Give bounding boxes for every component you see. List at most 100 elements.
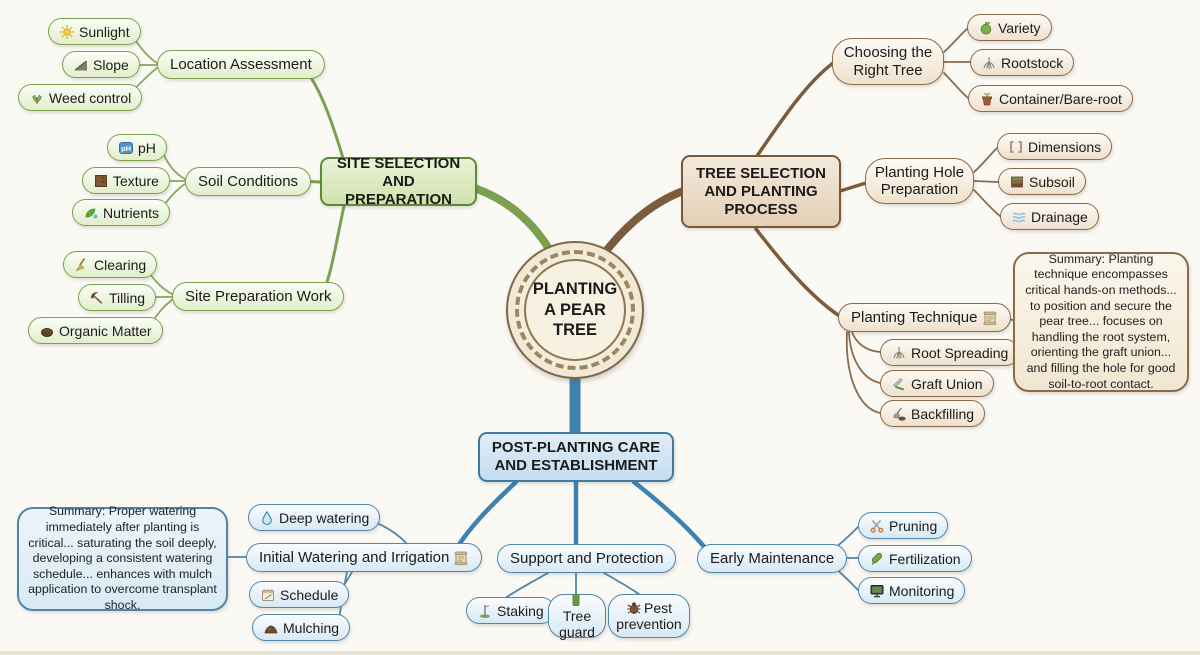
connector-support-staking xyxy=(503,572,549,600)
connector-site-location xyxy=(300,64,345,160)
node-label: Weed control xyxy=(49,89,132,106)
node-label: Dimensions xyxy=(1028,138,1102,155)
node-label: Tilling xyxy=(109,289,146,306)
subtopic-label: Site Preparation Work xyxy=(185,288,332,305)
node-pest-prevention[interactable]: Pest prevention xyxy=(608,594,690,638)
connector-hole-subsoil xyxy=(973,180,999,183)
node-label: Drainage xyxy=(1031,208,1088,225)
node-rootstock[interactable]: Rootstock xyxy=(970,49,1075,76)
connector-technique-rootspread xyxy=(851,331,881,353)
subtopic-planting-hole-preparation[interactable]: Planting Hole Preparation xyxy=(865,158,974,204)
leaf-icon xyxy=(83,205,99,221)
node-tree-guard[interactable]: Tree guard xyxy=(548,592,606,641)
roots-icon xyxy=(891,345,907,361)
pot-icon xyxy=(979,91,995,107)
node-label: Backfilling xyxy=(911,405,975,422)
subtopic-label: Early Maintenance xyxy=(710,550,835,567)
scroll-icon xyxy=(453,550,469,566)
node-weed-control[interactable]: Weed control xyxy=(18,84,143,111)
summary-text: Summary: Proper watering immediately aft… xyxy=(28,504,217,613)
main-topic-label: TREE SELECTION AND PLANTING PROCESS xyxy=(695,164,826,218)
main-topic-tree-selection[interactable]: TREE SELECTION AND PLANTING PROCESS xyxy=(681,155,841,228)
node-label: pH xyxy=(138,139,156,156)
grafting-knife-icon xyxy=(891,376,907,392)
node-drainage[interactable]: Drainage xyxy=(1000,203,1099,230)
subtopic-label: Initial Watering and Irrigation xyxy=(259,549,450,566)
node-label: Sunlight xyxy=(79,23,130,40)
node-organic-matter[interactable]: Organic Matter xyxy=(28,317,163,344)
summary-initial-watering[interactable]: Summary: Proper watering immediately aft… xyxy=(17,504,228,613)
node-deep-watering[interactable]: Deep watering xyxy=(248,504,381,531)
node-dimensions[interactable]: Dimensions xyxy=(997,133,1113,160)
main-topic-label: POST-PLANTING CARE AND ESTABLISHMENT xyxy=(491,439,661,474)
subtopic-label: Planting Hole Preparation xyxy=(874,163,965,198)
connector-post-early xyxy=(631,479,709,552)
bug-icon xyxy=(626,600,642,616)
node-slope[interactable]: Slope xyxy=(62,51,140,78)
node-container-bare-root[interactable]: Container/Bare-root xyxy=(968,85,1133,112)
node-fertilization[interactable]: Fertilization xyxy=(858,545,972,572)
node-clearing[interactable]: Clearing xyxy=(63,251,158,278)
summary-planting-technique[interactable]: Summary: Planting technique encompasses … xyxy=(1013,252,1189,392)
subtopic-early-maintenance[interactable]: Early Maintenance xyxy=(697,544,848,573)
node-label: Pruning xyxy=(889,517,938,534)
tree-guard-icon xyxy=(568,592,584,608)
node-label: Subsoil xyxy=(1029,173,1075,190)
node-monitoring[interactable]: Monitoring xyxy=(858,577,966,604)
node-graft-union[interactable]: Graft Union xyxy=(880,370,994,397)
central-topic[interactable]: PLANTING A PEAR TREE xyxy=(506,241,644,379)
node-label: Organic Matter xyxy=(59,322,152,339)
apple-icon xyxy=(978,20,994,36)
node-nutrients[interactable]: Nutrients xyxy=(72,199,171,226)
node-label: Slope xyxy=(93,56,129,73)
node-ph[interactable]: pH pH xyxy=(107,134,167,161)
subtopic-label: Choosing the Right Tree xyxy=(843,44,933,79)
connector-tree-choosing xyxy=(755,61,835,158)
node-tilling[interactable]: Tilling xyxy=(78,284,157,311)
node-label: Rootstock xyxy=(1001,54,1064,71)
node-label: Nutrients xyxy=(103,204,160,221)
main-topic-site-selection[interactable]: SITE SELECTION AND PREPARATION xyxy=(320,154,477,208)
main-topic-label: SITE SELECTION AND PREPARATION xyxy=(336,154,461,208)
node-label: Deep watering xyxy=(279,509,370,526)
subtopic-location-assessment[interactable]: Location Assessment xyxy=(157,50,325,79)
subtopic-support-protection[interactable]: Support and Protection xyxy=(497,544,677,573)
connector-hole-dimensions xyxy=(973,147,998,173)
subtopic-soil-conditions[interactable]: Soil Conditions xyxy=(185,167,312,196)
node-label: Variety xyxy=(998,19,1041,36)
node-sunlight[interactable]: Sunlight xyxy=(48,18,141,45)
connector-technique-graft xyxy=(848,331,881,384)
node-root-spreading[interactable]: Root Spreading xyxy=(880,339,1020,366)
subtopic-site-preparation-work[interactable]: Site Preparation Work xyxy=(172,282,345,311)
node-label: Tree guard xyxy=(559,607,595,641)
node-mulching[interactable]: Mulching xyxy=(252,614,351,641)
connector-choosing-variety xyxy=(943,28,968,53)
subtopic-planting-technique[interactable]: Planting Technique xyxy=(838,303,1011,332)
connector-support-pest xyxy=(603,572,641,596)
node-texture[interactable]: Texture xyxy=(82,167,170,194)
node-pruning[interactable]: Pruning xyxy=(858,512,949,539)
node-label: Schedule xyxy=(280,586,339,603)
organic-matter-icon xyxy=(39,323,55,339)
slope-icon xyxy=(73,57,89,73)
main-topic-post-planting[interactable]: POST-PLANTING CARE AND ESTABLISHMENT xyxy=(478,432,674,482)
subtopic-initial-watering[interactable]: Initial Watering and Irrigation xyxy=(246,543,483,572)
droplet-icon xyxy=(259,510,275,526)
node-subsoil[interactable]: Subsoil xyxy=(998,168,1086,195)
subtopic-label: Soil Conditions xyxy=(198,173,299,190)
node-label: Texture xyxy=(113,172,159,189)
node-schedule[interactable]: Schedule xyxy=(249,581,350,608)
node-label: Clearing xyxy=(94,256,147,273)
node-label: Fertilization xyxy=(889,550,961,567)
node-label: Mulching xyxy=(283,619,340,636)
subtopic-label: Location Assessment xyxy=(170,56,312,73)
node-backfilling[interactable]: Backfilling xyxy=(880,400,986,427)
node-label: Container/Bare-root xyxy=(999,90,1122,107)
node-staking[interactable]: Staking xyxy=(466,597,555,624)
subtopic-choosing-right-tree[interactable]: Choosing the Right Tree xyxy=(832,38,944,85)
connector-hole-drainage xyxy=(973,189,1001,217)
node-variety[interactable]: Variety xyxy=(967,14,1052,41)
broom-icon xyxy=(74,257,90,273)
stake-icon xyxy=(477,603,493,619)
